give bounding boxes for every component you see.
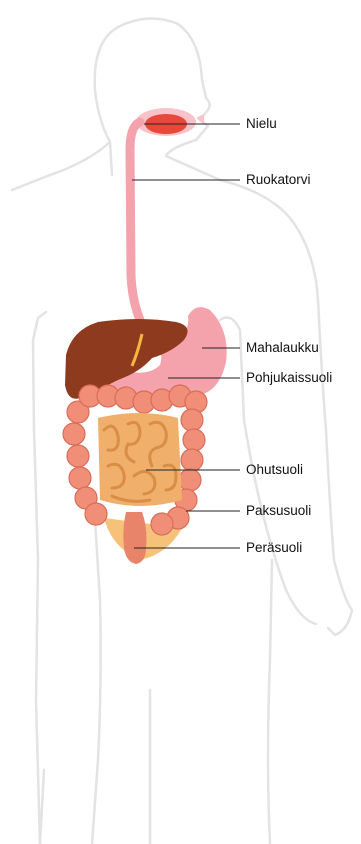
label-duodenum: Pohjukaissuoli	[246, 370, 332, 386]
label-esophagus: Ruokatorvi	[246, 172, 311, 188]
label-small-intestine: Ohutsuoli	[246, 462, 303, 478]
rectum-shape	[123, 512, 146, 564]
nasal-cavity	[196, 114, 204, 124]
esophagus-shape	[130, 122, 140, 320]
label-pharynx: Nielu	[246, 116, 277, 132]
small-intestine-shape	[98, 413, 182, 506]
label-rectum: Peräsuoli	[246, 540, 302, 556]
label-stomach: Mahalaukku	[246, 340, 319, 356]
label-large-intestine: Paksusuoli	[246, 503, 311, 519]
